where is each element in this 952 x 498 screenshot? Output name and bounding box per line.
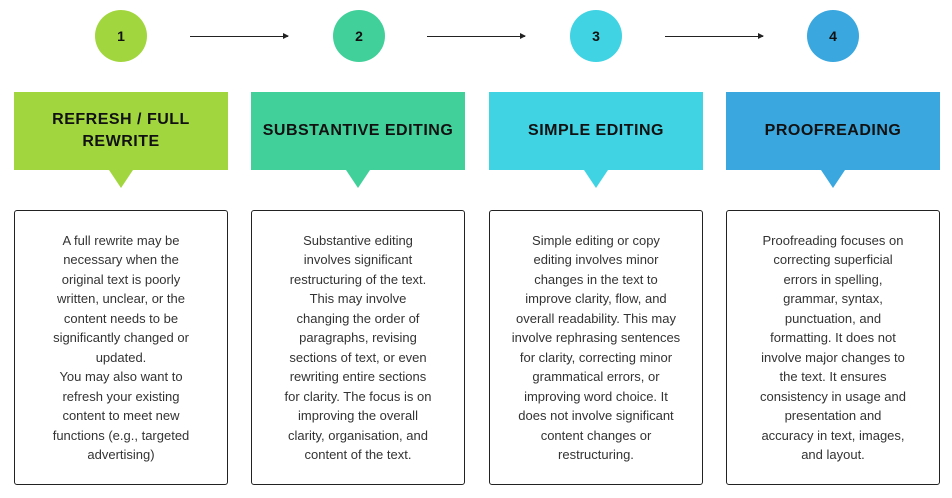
- step-4-circle: 4: [807, 10, 859, 62]
- step-1-description: A full rewrite may be necessary when the…: [52, 232, 190, 463]
- arrow-1-2: [190, 33, 289, 39]
- step-4-title: PROOFREADING: [764, 122, 902, 139]
- step-2-number: 2: [355, 28, 363, 44]
- step-3-title: SIMPLE EDITING: [528, 122, 664, 139]
- step-1-pointer: [109, 170, 133, 188]
- arrow-2-3: [427, 33, 526, 39]
- step-2-header: SUBSTANTIVE EDITING: [251, 92, 465, 188]
- step-2-card: Substantive editing involves significant…: [251, 210, 465, 485]
- step-3-circle: 3: [570, 10, 622, 62]
- step-3-number: 3: [592, 28, 600, 44]
- step-4-header: PROOFREADING: [726, 92, 940, 188]
- step-3-header: SIMPLE EDITING: [489, 92, 703, 188]
- step-1-circle: 1: [95, 10, 147, 62]
- step-3-description: Simple editing or copy editing involves …: [511, 232, 681, 463]
- step-4-card: Proofreading focuses on correcting super…: [726, 210, 940, 485]
- step-4-pointer: [821, 170, 845, 188]
- step-2-title: SUBSTANTIVE EDITING: [262, 122, 454, 139]
- step-4-number: 4: [829, 28, 837, 44]
- step-2-circle: 2: [333, 10, 385, 62]
- step-3-pointer: [584, 170, 608, 188]
- step-1-header: REFRESH / FULL REWRITE: [14, 92, 228, 188]
- step-1-card: A full rewrite may be necessary when the…: [14, 210, 228, 485]
- step-1-title: REFRESH / FULL REWRITE: [52, 111, 190, 150]
- step-2-description: Substantive editing involves significant…: [284, 232, 432, 463]
- step-1-number: 1: [117, 28, 125, 44]
- step-2-pointer: [346, 170, 370, 188]
- step-4-description: Proofreading focuses on correcting super…: [760, 232, 906, 463]
- step-3-card: Simple editing or copy editing involves …: [489, 210, 703, 485]
- arrow-3-4: [665, 33, 764, 39]
